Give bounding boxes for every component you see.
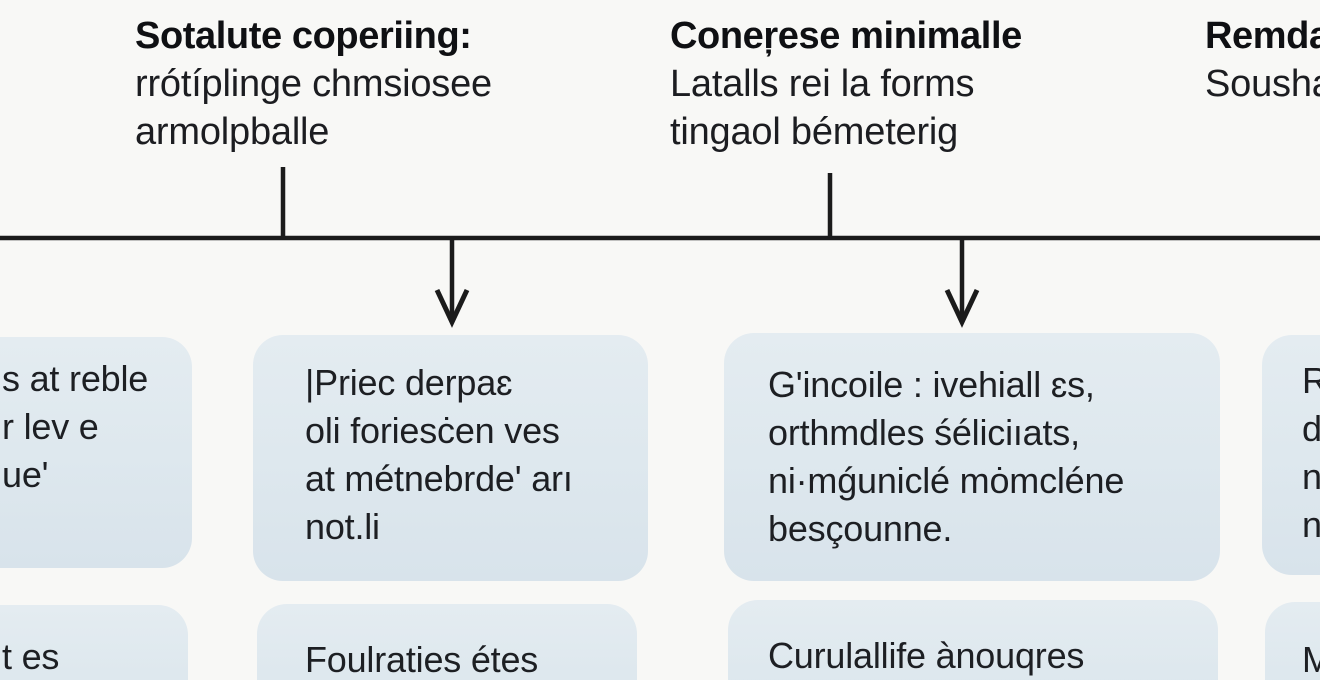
- box-text-line: at métnebrde' arı: [305, 458, 573, 499]
- box-text-line: G'incoile : ivehiall ɛs,: [768, 364, 1095, 405]
- header-subline: Latalls rei la forms: [670, 63, 975, 105]
- box-text-line: |Priec derpaɛ: [305, 362, 513, 403]
- info-box-row2-3: Curulallife ànouqres: [728, 600, 1218, 680]
- info-box-row1-2: |Priec derpaɛ oli foriesċen ves at métne…: [253, 335, 648, 581]
- box-text-line: n: [1302, 504, 1320, 545]
- header-subline: tingaol bémeterig: [670, 111, 959, 153]
- box-text-line: s at reble: [2, 358, 149, 399]
- header-block-3: Remda Sousha: [1205, 12, 1320, 108]
- box-text-line: Foulraties étes: [305, 639, 539, 680]
- box-text-line: oli foriesċen ves: [305, 410, 560, 451]
- box-text-line: not.li: [305, 506, 380, 547]
- box-text: G'incoile : ivehiall ɛs, orthmdles śélic…: [768, 361, 1124, 553]
- box-text: Curulallife ànouqres: [768, 632, 1084, 680]
- box-text-line: ue': [2, 454, 49, 495]
- box-text: s at reble r lev e ue': [2, 355, 148, 499]
- info-box-row1-1: s at reble r lev e ue': [0, 337, 192, 568]
- box-text-line: n: [1302, 456, 1320, 497]
- box-text-line: d: [1302, 408, 1320, 449]
- box-text-line: M: [1302, 639, 1320, 680]
- header-title: Remda: [1205, 15, 1320, 57]
- box-text: t es: [2, 633, 59, 680]
- box-text: |Priec derpaɛ oli foriesċen ves at métne…: [305, 359, 573, 551]
- header-title: Coneŗese minimalle: [670, 15, 1022, 57]
- box-text-line: besçounne.: [768, 508, 953, 549]
- box-text: M: [1302, 636, 1320, 680]
- header-block-2: Coneŗese minimalle Latalls rei la forms …: [670, 12, 1022, 156]
- header-title: Sotalute coperiing:: [135, 15, 472, 57]
- info-box-row2-4: M: [1265, 602, 1320, 680]
- box-text-line: Curulallife ànouqres: [768, 635, 1085, 676]
- header-subline: Sousha: [1205, 63, 1320, 105]
- box-text-line: ni·mǵuniclé mȯmcléne: [768, 460, 1125, 501]
- header-subline: rrótíplinge chmsiosee: [135, 63, 492, 105]
- box-text: R d n n: [1302, 357, 1320, 549]
- box-text-line: t es: [2, 636, 60, 677]
- box-text-line: r lev e: [2, 406, 99, 447]
- info-box-row2-2: Foulraties étes: [257, 604, 637, 680]
- arrow-head-right-icon: [944, 288, 980, 328]
- box-text-line: R: [1302, 360, 1320, 401]
- box-text: Foulraties étes: [305, 636, 538, 680]
- info-box-row1-3: G'incoile : ivehiall ɛs, orthmdles śélic…: [724, 333, 1220, 581]
- header-subline: armolpballe: [135, 111, 330, 153]
- box-text-line: orthmdles śéliciıats,: [768, 412, 1080, 453]
- info-box-row2-1: t es: [0, 605, 188, 680]
- info-box-row1-4: R d n n: [1262, 335, 1320, 575]
- arrow-head-left-icon: [434, 288, 470, 328]
- header-block-1: Sotalute coperiing: rrótíplinge chmsiose…: [135, 12, 492, 156]
